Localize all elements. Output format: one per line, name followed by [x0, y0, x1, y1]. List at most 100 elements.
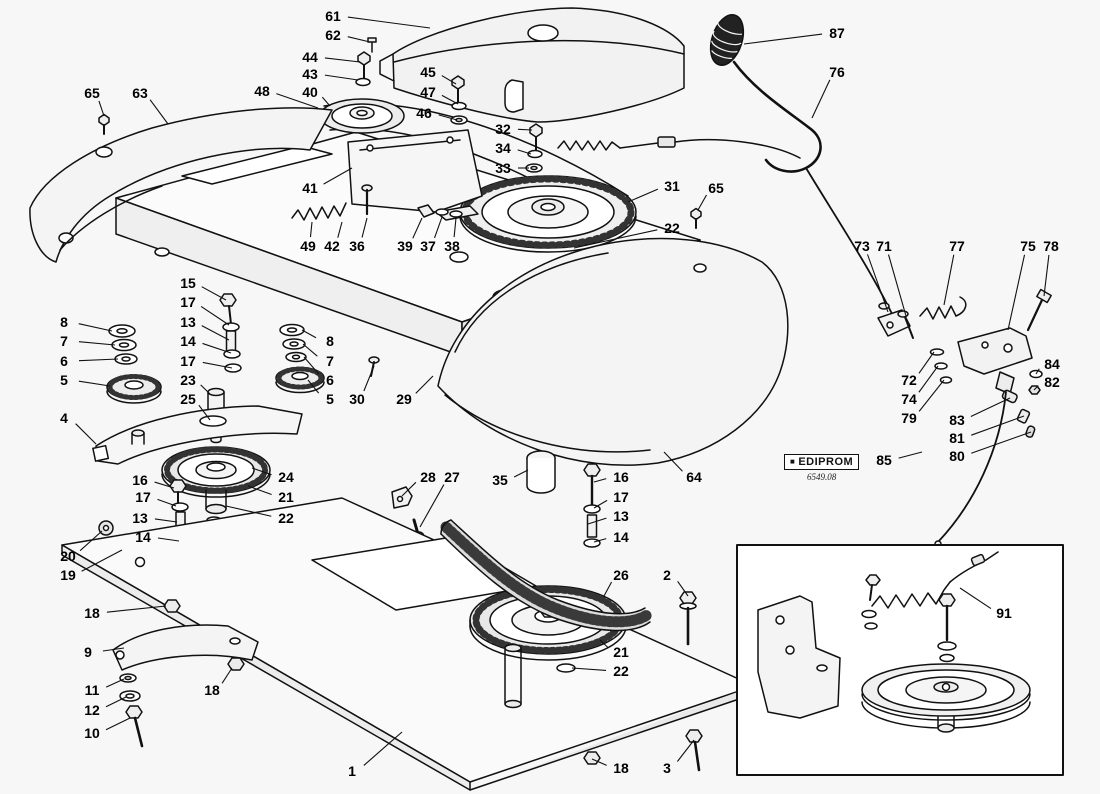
leader-line: [627, 188, 659, 203]
leader-line: [959, 587, 992, 610]
control-cable: [558, 137, 800, 158]
leader-line: [347, 36, 371, 43]
leader-line: [918, 365, 939, 393]
part-number-83: 83: [949, 412, 965, 428]
part-number-85: 85: [876, 452, 892, 468]
bottom-bolts: [584, 592, 702, 770]
ediprom-logo-icon: ■: [790, 457, 796, 466]
leader-line: [971, 431, 1032, 454]
part-number-2: 2: [663, 567, 671, 583]
leader-line: [419, 484, 445, 528]
leader-line: [697, 194, 707, 211]
part-number-6: 6: [326, 372, 334, 388]
part-number-27: 27: [444, 469, 460, 485]
leader-line: [225, 505, 272, 517]
ediprom-logo: ■ EDIPROM 6549.08: [784, 451, 860, 482]
leader-line: [321, 96, 331, 107]
part-number-16: 16: [132, 472, 148, 488]
part-number-40: 40: [302, 84, 318, 100]
part-number-8: 8: [60, 314, 68, 330]
part-number-14: 14: [135, 529, 151, 545]
inset-bolt: [938, 594, 956, 662]
leader-line: [106, 605, 167, 613]
leader-line: [1007, 254, 1026, 331]
part-number-19: 19: [60, 567, 76, 583]
part-number-12: 12: [84, 702, 100, 718]
leader-line: [918, 379, 945, 412]
leader-line: [102, 647, 125, 652]
leader-line: [78, 341, 116, 346]
leader-line: [593, 538, 607, 543]
leader-line: [105, 717, 131, 731]
leader-line: [105, 696, 127, 708]
cover-screws: [356, 38, 467, 124]
part-number-21: 21: [278, 489, 294, 505]
leader-line: [324, 57, 361, 63]
part-number-3: 3: [663, 760, 671, 776]
leader-line: [347, 16, 431, 29]
timing-pulley-small: [162, 447, 270, 523]
leader-line: [78, 358, 119, 362]
cable-end-parts: [935, 389, 1035, 547]
part-number-37: 37: [420, 238, 436, 254]
leader-line: [677, 581, 689, 597]
part-number-47: 47: [420, 84, 436, 100]
idler-bracket: [93, 406, 302, 464]
leader-line: [323, 167, 353, 185]
leader-line: [811, 79, 831, 119]
leader-line: [887, 254, 907, 317]
part-number-5: 5: [326, 391, 334, 407]
leader-line: [898, 451, 923, 459]
leader-line: [513, 469, 529, 478]
part-number-10: 10: [84, 725, 100, 741]
inset-bracket: [758, 596, 840, 718]
part-number-39: 39: [397, 238, 413, 254]
part-number-41: 41: [302, 180, 318, 196]
part-number-21: 21: [613, 644, 629, 660]
part-number-15: 15: [180, 275, 196, 291]
leader-line: [438, 114, 458, 121]
leader-line: [743, 33, 823, 45]
part-number-17: 17: [135, 489, 151, 505]
leader-line: [154, 518, 178, 523]
leader-line: [201, 286, 227, 301]
leader-line: [591, 758, 607, 766]
leader-line: [78, 323, 113, 332]
leader-line: [309, 221, 313, 238]
leader-lines: [75, 16, 1050, 766]
leader-line: [301, 329, 317, 339]
leader-line: [517, 149, 532, 155]
leader-line: [198, 404, 211, 421]
inset-panel: [737, 545, 1063, 775]
ediprom-logo-text: EDIPROM: [798, 456, 854, 468]
part-number-65: 65: [708, 180, 724, 196]
part-number-82: 82: [1044, 374, 1060, 390]
part-number-48: 48: [254, 83, 270, 99]
part-number-38: 38: [444, 238, 460, 254]
leader-line: [1033, 385, 1039, 391]
part-number-1: 1: [348, 763, 356, 779]
part-number-25: 25: [180, 391, 196, 407]
leader-line: [302, 343, 318, 357]
part-number-22: 22: [278, 510, 294, 526]
leader-line: [157, 498, 177, 507]
part-number-23: 23: [180, 372, 196, 388]
part-number-13: 13: [132, 510, 148, 526]
leader-line: [105, 678, 125, 688]
part-number-32: 32: [495, 121, 511, 137]
leader-line: [1035, 368, 1040, 375]
leader-line: [363, 731, 403, 766]
part-number-4: 4: [60, 410, 68, 426]
leader-line: [201, 325, 230, 341]
part-number-75: 75: [1020, 238, 1036, 254]
part-number-46: 46: [416, 105, 432, 121]
timing-belt: [441, 520, 650, 630]
part-number-72: 72: [901, 372, 917, 388]
leader-line: [415, 375, 434, 394]
part-number-13: 13: [613, 508, 629, 524]
part-number-81: 81: [949, 430, 965, 446]
ediprom-logo-box: ■ EDIPROM: [784, 454, 860, 470]
part-number-49: 49: [300, 238, 316, 254]
